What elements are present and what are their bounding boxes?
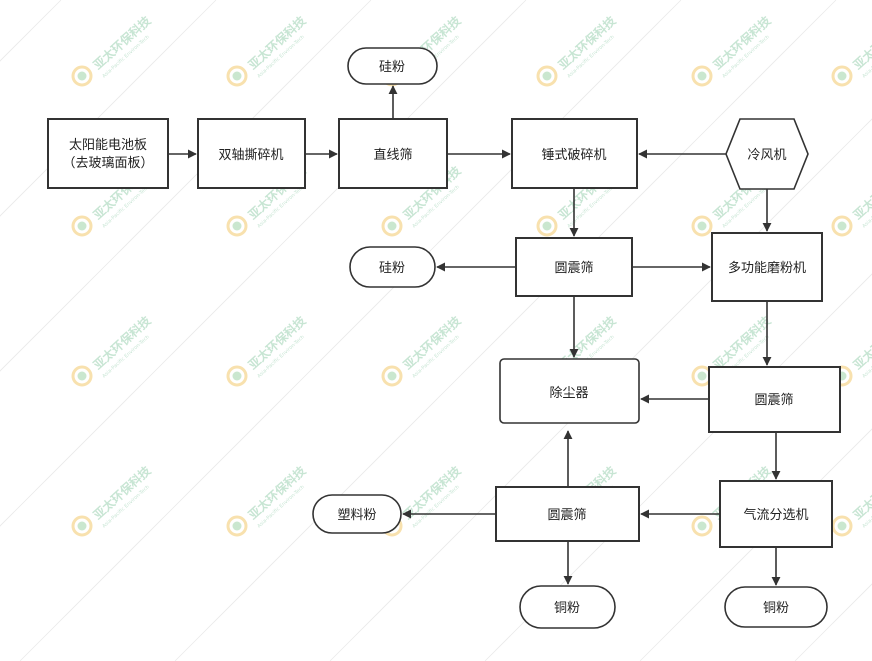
nodes: 太阳能电池板 （去玻璃面板） 双轴撕碎机 直线筛 硅粉 锤式破碎机 冷风机 (47, 47, 841, 629)
node-silicon-powder-mid: 硅粉 (349, 246, 436, 288)
watermark-guide-line (0, 0, 217, 217)
node-hammer-crusher-label: 锤式破碎机 (541, 148, 606, 163)
node-multi-mill-label: 多功能磨粉机 (728, 260, 806, 276)
watermark-guide-line (794, 583, 872, 661)
watermark-guide-line (484, 273, 872, 661)
node-multi-mill: 多功能磨粉机 (711, 232, 823, 302)
node-air-separator: 气流分选机 (719, 480, 833, 548)
node-cold-air-blower: 冷风机 (725, 118, 809, 190)
node-shredder-label: 双轴撕碎机 (218, 148, 283, 163)
node-solar-panel: 太阳能电池板 （去玻璃面板） (47, 118, 169, 189)
watermark-guide-line (0, 0, 527, 527)
node-dust-collector: 除尘器 (499, 358, 640, 424)
node-linear-screen-label: 直线筛 (373, 148, 412, 163)
node-plastic-powder: 塑料粉 (312, 494, 402, 534)
node-plastic-powder-label: 塑料粉 (337, 508, 376, 523)
watermark-guide-line (174, 0, 837, 661)
node-copper-powder-2-label: 铜粉 (763, 601, 789, 616)
node-silicon-powder-mid-label: 硅粉 (379, 261, 405, 276)
node-round-screen-2-label: 圆震筛 (754, 393, 793, 408)
svg-text:亚太环保科技: 亚太环保科技 (850, 12, 872, 72)
node-round-screen-1: 圆震筛 (515, 237, 633, 297)
node-linear-screen: 直线筛 (338, 118, 448, 189)
node-hammer-crusher: 锤式破碎机 (511, 118, 638, 189)
svg-text:亚太环保科技: 亚太环保科技 (850, 162, 872, 222)
svg-text:亚太环保科技: 亚太环保科技 (850, 312, 872, 372)
watermark-guide-line (0, 0, 372, 372)
node-copper-powder-2: 铜粉 (724, 586, 828, 628)
node-silicon-powder-top-label: 硅粉 (379, 60, 405, 75)
node-round-screen-3: 圆震筛 (495, 486, 640, 542)
node-shredder: 双轴撕碎机 (197, 118, 306, 189)
node-copper-powder-1-label: 铜粉 (554, 601, 580, 616)
watermark-guide-line (329, 118, 872, 661)
node-copper-powder-1: 铜粉 (519, 585, 616, 629)
node-solar-panel-note: （去玻璃面板） (62, 156, 153, 171)
node-air-separator-label: 气流分选机 (743, 507, 808, 523)
node-solar-panel-label: 太阳能电池板 (69, 138, 147, 153)
watermark-guide-line (19, 0, 682, 661)
node-dust-collector-label: 除尘器 (549, 386, 588, 401)
svg-text:亚太环保科技: 亚太环保科技 (850, 462, 872, 522)
edges (168, 85, 781, 586)
node-round-screen-1-label: 圆震筛 (554, 261, 593, 276)
watermark-guide-line (639, 428, 872, 661)
watermark-guide-line (0, 0, 62, 62)
node-silicon-powder-top: 硅粉 (347, 47, 438, 85)
node-round-screen-2: 圆震筛 (708, 366, 841, 433)
node-cold-air-blower-label: 冷风机 (747, 148, 786, 163)
node-round-screen-3-label: 圆震筛 (547, 508, 586, 523)
